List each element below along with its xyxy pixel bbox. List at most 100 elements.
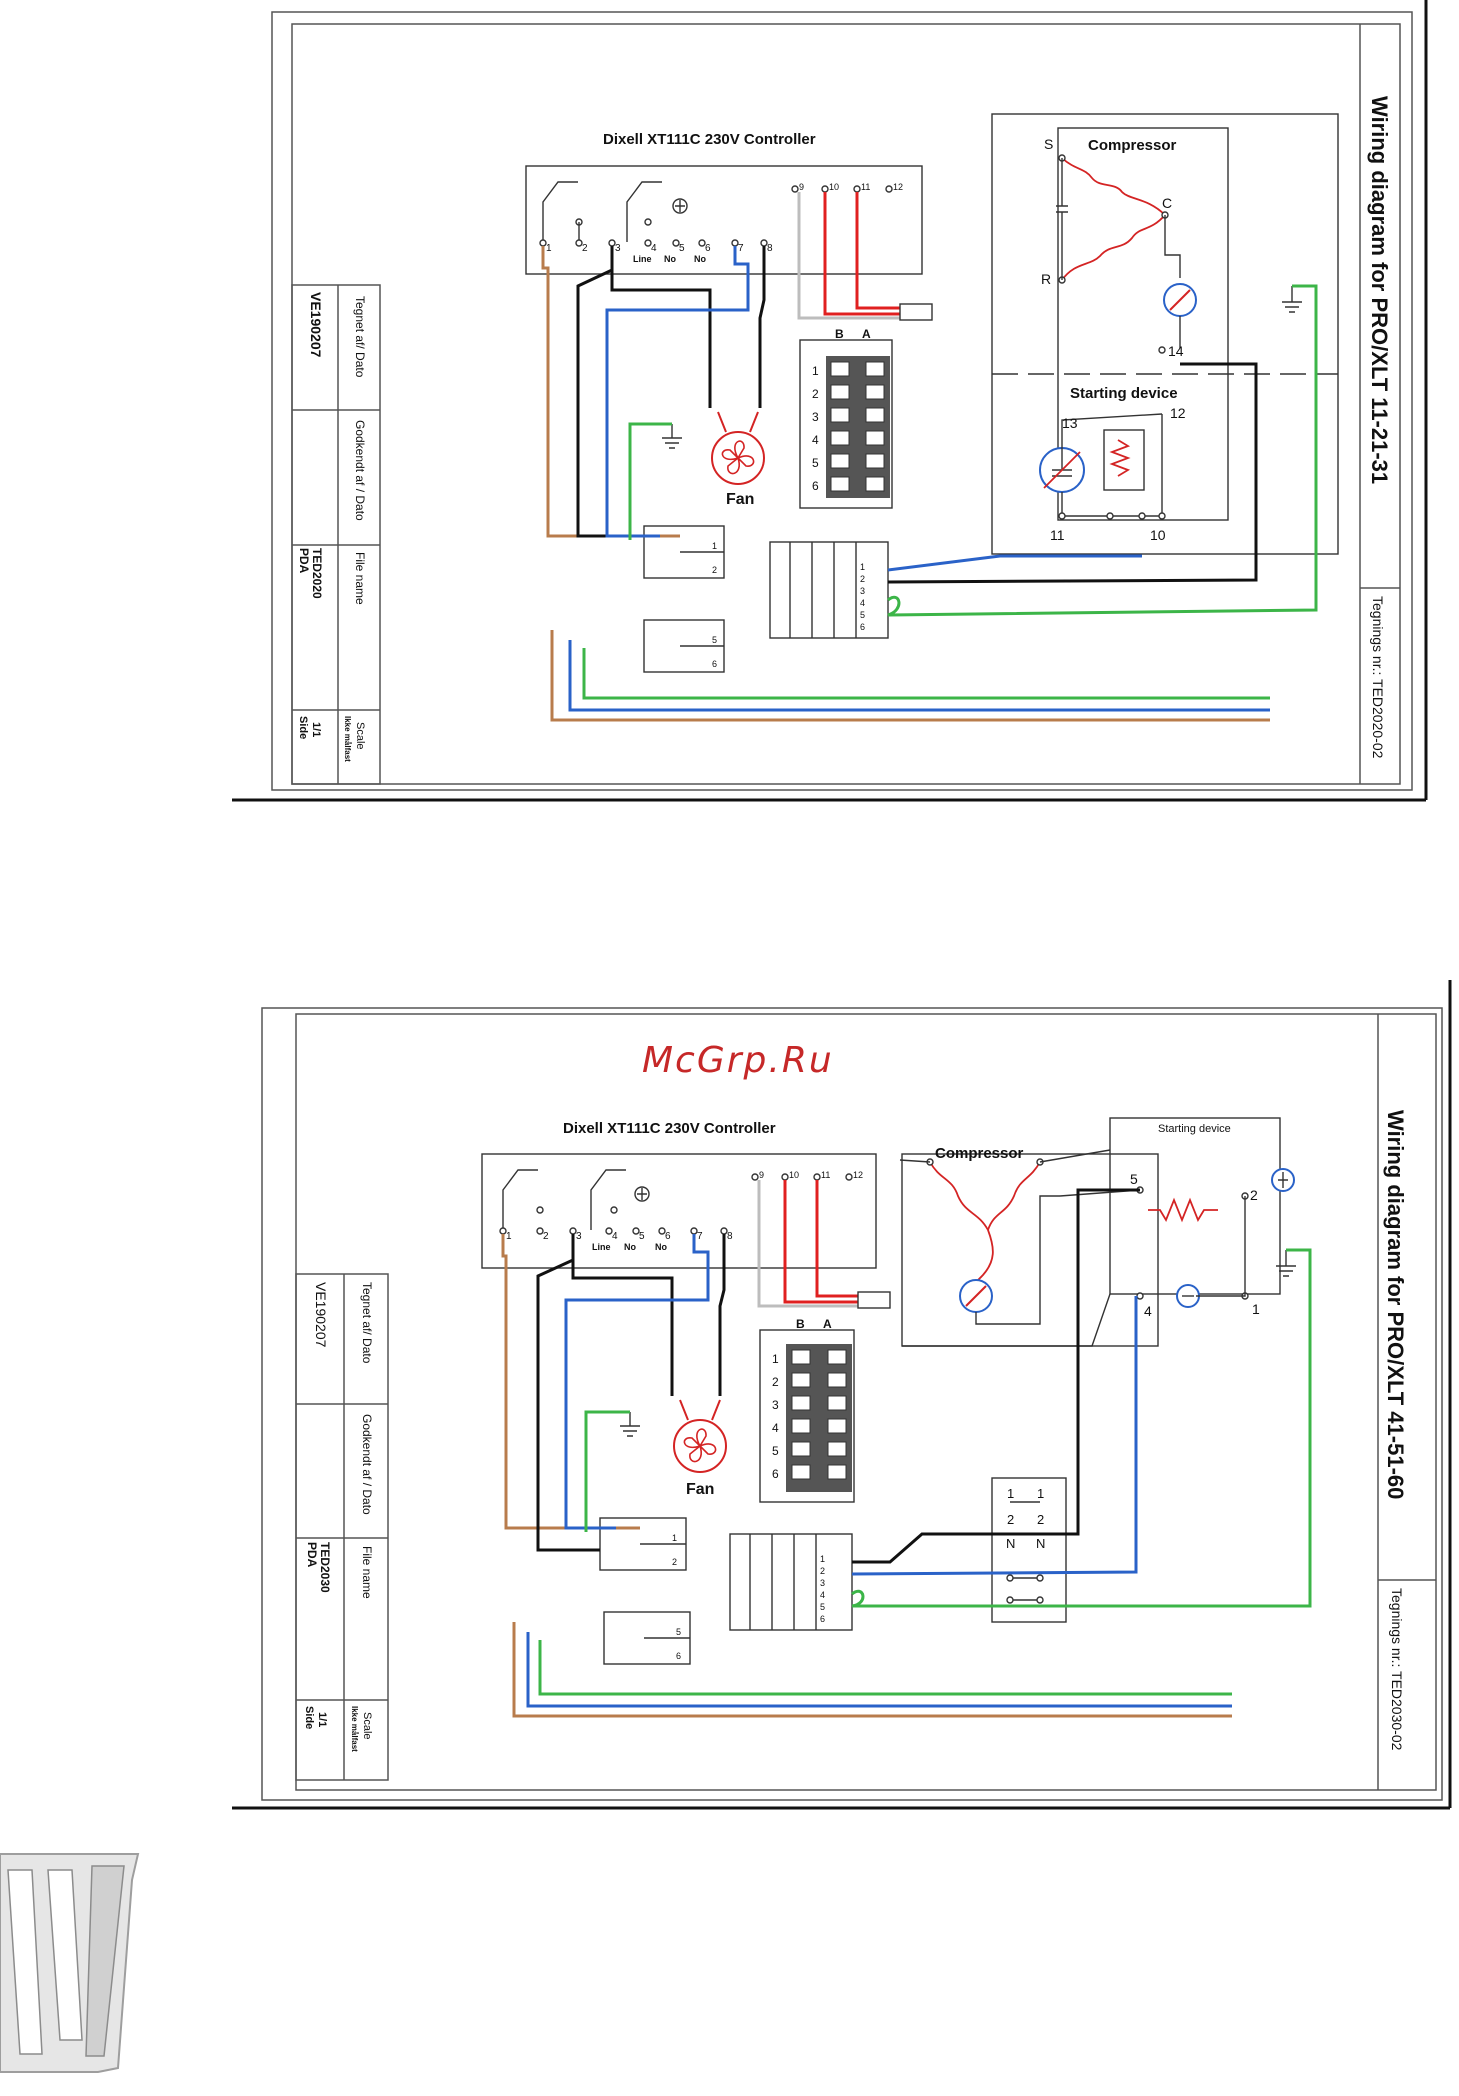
fan-label-2: Fan bbox=[686, 1481, 714, 1498]
connector-header-a-2: A bbox=[823, 1317, 832, 1331]
block-a-1: 1 bbox=[712, 541, 717, 551]
starting-device-label-2: Starting device bbox=[1158, 1123, 1231, 1135]
drawn-by-value-2: VE190207 bbox=[313, 1282, 329, 1348]
approved-label-2: Godkendt af / Dato bbox=[360, 1414, 374, 1515]
compressor-pin-s: S bbox=[1044, 136, 1053, 152]
diagram-title-2: Wiring diagram for PRO/XLT 41-51-60 bbox=[1383, 1110, 1408, 1499]
probe-terminal-11: 11 bbox=[861, 182, 870, 192]
terminal-6: 6 bbox=[705, 243, 711, 254]
controller-title-2: Dixell XT111C 230V Controller bbox=[563, 1120, 776, 1137]
controller-title: Dixell XT111C 230V Controller bbox=[603, 131, 816, 148]
connector-row-6: 6 bbox=[812, 479, 819, 493]
drawn-by-label: Tegnet af/ Dato bbox=[353, 296, 367, 378]
fan: Fan bbox=[711, 411, 765, 508]
connector-row-6-b: 6 bbox=[772, 1467, 779, 1481]
terminal-2-b: 2 bbox=[543, 1231, 549, 1242]
file-name-value-2a: PDA bbox=[305, 1542, 319, 1568]
scale-label: Scale bbox=[354, 722, 366, 750]
file-name-value-2b: TED2030 bbox=[318, 1542, 332, 1593]
block-b-6: 6 bbox=[712, 659, 717, 669]
block-a-1-b: 1 bbox=[672, 1533, 677, 1543]
switch-label-1b: 1 bbox=[1037, 1486, 1044, 1501]
switch-block: 1 1 2 2 N N bbox=[991, 1477, 1067, 1623]
compressor-label-2: Compressor bbox=[935, 1145, 1024, 1162]
scale-label-2: Scale bbox=[361, 1712, 373, 1740]
terminal-1: 1 bbox=[546, 243, 552, 254]
drawing-border bbox=[271, 11, 1413, 791]
page-value-2: 1/1 bbox=[316, 1712, 328, 1727]
starting-device-pin-1: 1 bbox=[1252, 1301, 1260, 1317]
terminal-6-b: 6 bbox=[665, 1231, 671, 1242]
probe-terminal-12: 12 bbox=[893, 182, 903, 192]
block-c-4-b: 4 bbox=[820, 1590, 825, 1600]
drawn-by-label-2: Tegnet af/ Dato bbox=[360, 1282, 374, 1364]
terminal-5-b: 5 bbox=[639, 1231, 645, 1242]
compressor-section-2: Compressor Starting device 5 2 4 1 bbox=[899, 1117, 1295, 1347]
probe-terminal-12-b: 12 bbox=[853, 1170, 863, 1180]
terminal-4-b: 4 bbox=[612, 1231, 618, 1242]
compressor-section: Compressor S C R 14 Starting device 13 1… bbox=[991, 113, 1339, 555]
file-name-value-1: PDA bbox=[297, 548, 311, 574]
block-b-6-b: 6 bbox=[676, 1651, 681, 1661]
approved-label: Godkendt af / Dato bbox=[353, 420, 367, 521]
scale-value-2: Ikke målfast bbox=[350, 1706, 359, 1752]
starting-device-pin-12: 12 bbox=[1170, 405, 1186, 421]
watermark: McGrp.Ru bbox=[642, 1040, 834, 1081]
terminal-8: 8 bbox=[767, 243, 773, 254]
terminal-7-b: 7 bbox=[697, 1231, 703, 1242]
starting-device-pin-13: 13 bbox=[1062, 415, 1078, 431]
connector-row-3: 3 bbox=[812, 410, 819, 424]
block-c-3-b: 3 bbox=[820, 1578, 825, 1588]
scale-value: Ikke målfast bbox=[343, 716, 352, 762]
connector-row-1: 1 bbox=[812, 364, 819, 378]
diagram-title: Wiring diagram for PRO/XLT 11-21-31 bbox=[1367, 96, 1392, 484]
block-c-4: 4 bbox=[860, 598, 865, 608]
drawing-number-2: Tegnings nr.: TED2030-02 bbox=[1389, 1588, 1405, 1751]
switch-label-2a: 2 bbox=[1007, 1512, 1014, 1527]
drawing-border-2 bbox=[261, 1007, 1443, 1801]
terminal-no-label-2b: No bbox=[655, 1242, 667, 1252]
starting-device-label: Starting device bbox=[1070, 385, 1178, 402]
block-c-1-b: 1 bbox=[820, 1554, 825, 1564]
starting-device-pin-11: 11 bbox=[1050, 527, 1065, 543]
block-b-5-b: 5 bbox=[676, 1627, 681, 1637]
probe-terminal-9-b: 9 bbox=[759, 1170, 764, 1180]
file-name-label-2: File name bbox=[360, 1546, 374, 1599]
fan-2: Fan bbox=[673, 1399, 727, 1498]
probe-terminal-10: 10 bbox=[829, 182, 839, 192]
terminal-2: 2 bbox=[582, 243, 588, 254]
diagram-2: McGrp.Ru Wiring diagram for PRO/XLT 41-5… bbox=[232, 980, 1452, 1810]
probe-terminal-11-b: 11 bbox=[821, 1170, 830, 1180]
terminal-line-label: Line bbox=[633, 254, 652, 264]
block-c-5-b: 5 bbox=[820, 1602, 825, 1612]
compressor-pin-c: C bbox=[1162, 195, 1172, 211]
terminal-8-b: 8 bbox=[727, 1231, 733, 1242]
probe-terminal-10-b: 10 bbox=[789, 1170, 799, 1180]
switch-label-1a: 1 bbox=[1007, 1486, 1014, 1501]
terminal-line-label-b: Line bbox=[592, 1242, 611, 1252]
connector-row-4: 4 bbox=[812, 433, 819, 447]
starting-device-pin-14: 14 bbox=[1168, 343, 1184, 359]
drawing-number: Tegnings nr.: TED2020-02 bbox=[1370, 596, 1386, 759]
brand-logo bbox=[0, 1853, 140, 2073]
starting-device-pin-2: 2 bbox=[1250, 1187, 1258, 1203]
terminal-block-b-2: 5 6 bbox=[603, 1611, 691, 1665]
terminal-no-label-2: No bbox=[694, 254, 706, 264]
drawing-inner-border-2 bbox=[295, 1013, 1437, 1791]
terminal-3-b: 3 bbox=[576, 1231, 582, 1242]
title-block: Tegnet af/ Dato VE190207 Godkendt af / D… bbox=[291, 284, 381, 785]
terminal-4: 4 bbox=[651, 243, 657, 254]
block-c-6: 6 bbox=[860, 622, 865, 632]
terminal-no-label-1b: No bbox=[624, 1242, 636, 1252]
fan-label: Fan bbox=[726, 491, 754, 508]
starting-device-pin-10: 10 bbox=[1150, 527, 1166, 543]
connector-row-3-b: 3 bbox=[772, 1398, 779, 1412]
connector-block-ba-2: B A 1 2 3 4 5 6 bbox=[759, 1317, 855, 1503]
connector-header-b-2: B bbox=[796, 1317, 805, 1331]
block-c-6-b: 6 bbox=[820, 1614, 825, 1624]
connector-block-ba: B A 1 2 3 4 5 6 bbox=[799, 327, 893, 509]
page-label: Side bbox=[297, 716, 309, 739]
compressor-label: Compressor bbox=[1088, 137, 1177, 154]
connector-row-2-b: 2 bbox=[772, 1375, 779, 1389]
